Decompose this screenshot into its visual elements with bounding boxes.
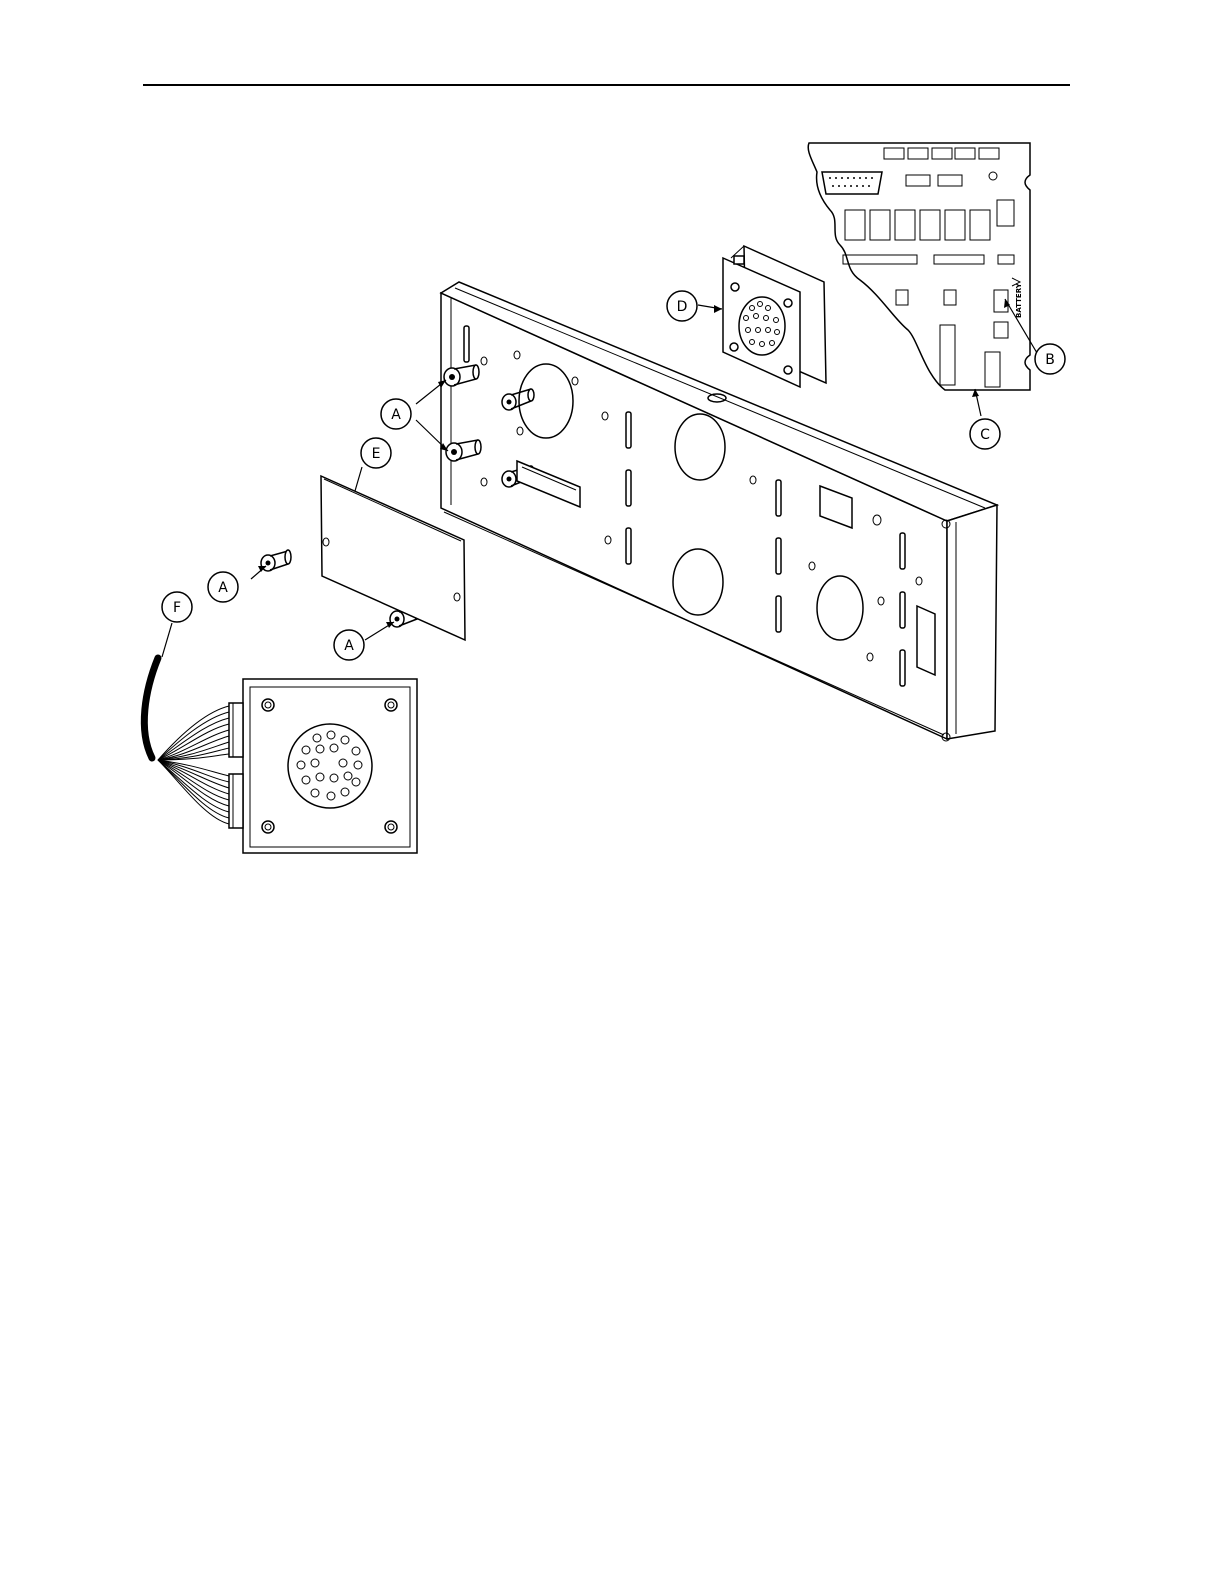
battery-label: BATTERY	[1015, 282, 1023, 318]
svg-text:A: A	[344, 638, 354, 654]
main-panel	[441, 282, 997, 741]
callout-a-3: A	[334, 630, 364, 660]
callout-f: F	[162, 592, 192, 622]
speaker-assembly-d	[723, 246, 826, 387]
svg-text:F: F	[173, 600, 181, 616]
callout-a-2: A	[208, 572, 238, 602]
speaker-harness-f	[144, 658, 417, 853]
callout-c: C	[970, 419, 1000, 449]
screw-a-3	[261, 550, 291, 571]
svg-text:B: B	[1045, 352, 1055, 368]
svg-text:E: E	[372, 446, 381, 462]
callout-a-1: A	[381, 399, 411, 429]
svg-text:A: A	[391, 407, 401, 423]
callout-e: E	[361, 438, 391, 468]
svg-text:D: D	[677, 299, 688, 315]
callout-b: B	[1035, 344, 1065, 374]
svg-text:A: A	[218, 580, 228, 596]
svg-text:C: C	[980, 427, 990, 443]
callout-d: D	[667, 291, 697, 321]
circuit-board-c: BATTERY	[808, 143, 1030, 390]
